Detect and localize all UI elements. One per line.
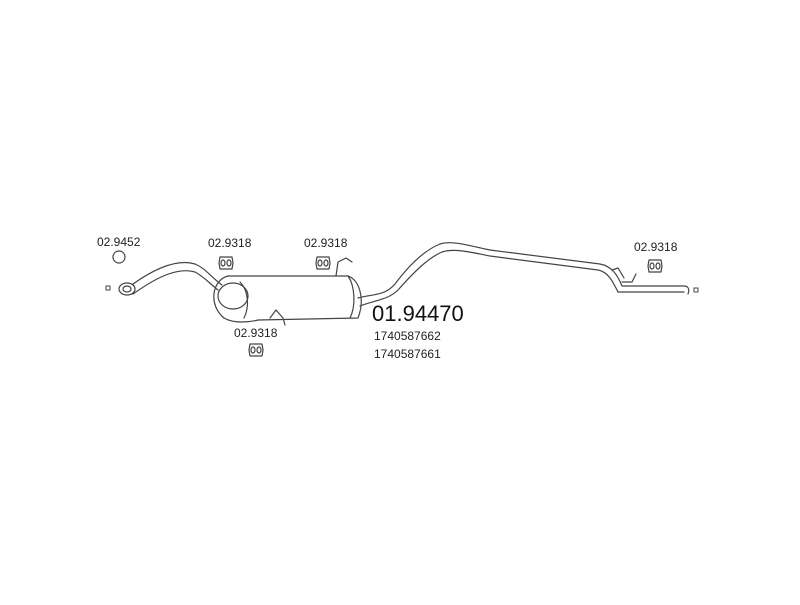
right-end-marker [693, 287, 699, 293]
hanger-rubber-2 [315, 256, 331, 270]
label-ring-part: 02.9452 [97, 235, 141, 249]
label-hanger-3: 02.9318 [234, 326, 278, 340]
oem-reference-1: 1740587662 [374, 329, 441, 343]
hanger-rubber-3 [248, 343, 264, 357]
mid-pipe [357, 242, 623, 307]
front-pipe [132, 262, 223, 295]
label-hanger-2: 02.9318 [304, 236, 348, 250]
left-end-marker [105, 285, 111, 291]
oem-reference-2: 1740587661 [374, 347, 441, 361]
main-part-number: 01.94470 [372, 301, 464, 326]
hanger-rubber-4 [647, 259, 663, 273]
rear-muffler [213, 275, 362, 326]
hanger-rubber-1 [218, 256, 234, 270]
label-hanger-4: 02.9318 [634, 240, 678, 254]
tail-pipe [611, 267, 690, 295]
muffler-top-bracket [335, 257, 353, 277]
front-flange [118, 282, 136, 296]
sealing-ring [112, 250, 126, 264]
label-hanger-1: 02.9318 [208, 236, 252, 250]
